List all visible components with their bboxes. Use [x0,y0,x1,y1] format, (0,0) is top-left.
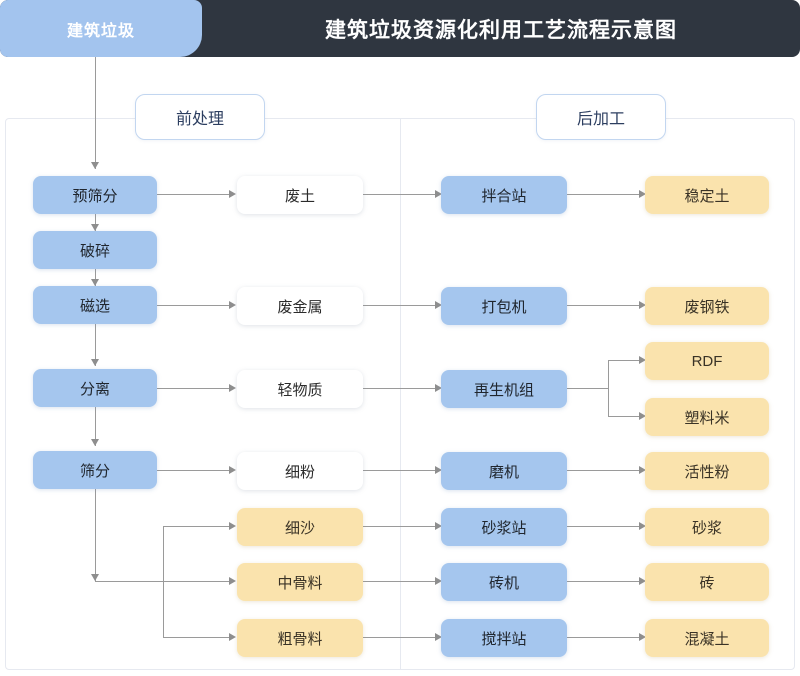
arrowhead-bus-to-finesand [229,521,236,530]
node-light-material[interactable]: 轻物质 [237,370,363,408]
connector-magnetic-to-wastemetal [157,305,229,306]
node-prescreen[interactable]: 预筛分 [33,176,157,214]
node-mortar-station[interactable]: 砂浆站 [441,508,567,546]
section-divider [400,118,401,670]
node-separation[interactable]: 分离 [33,369,157,407]
connector-wastemetal-to-baler [363,305,435,306]
arrowhead-lightmaterial-to-recycleunit [435,383,442,392]
node-brick-machine[interactable]: 砖机 [441,563,567,601]
arrowhead-medaggregate-to-brickmachine [435,576,442,585]
node-baler[interactable]: 打包机 [441,287,567,325]
arrowhead-wastesoil-to-mixingstation [435,189,442,198]
node-screening[interactable]: 筛分 [33,451,157,489]
node-brick[interactable]: 砖 [645,563,769,601]
arrowhead-prescreen-to-crush [90,224,99,231]
node-concrete[interactable]: 混凝土 [645,619,769,657]
arrowhead-mortarstation-to-mortar [639,521,646,530]
header-tab-source[interactable]: 建筑垃圾 [0,0,202,57]
node-medium-aggregate[interactable]: 中骨料 [237,563,363,601]
connector-recycleunit-bus-vertical [608,360,609,416]
arrowhead-screen-branch-down [90,574,99,581]
arrowhead-bus-to-rdf [639,355,646,364]
connector-bus-to-plasticpellet [608,416,639,417]
connector-finesand-to-mortarstation [363,526,435,527]
node-fine-sand[interactable]: 细沙 [237,508,363,546]
connector-finepowder-to-mill [363,470,435,471]
node-stabilized-soil[interactable]: 稳定土 [645,176,769,214]
section-label-pre: 前处理 [135,94,265,140]
connector-recycleunit-stem [567,388,609,389]
connector-medaggregate-to-brickmachine [363,581,435,582]
arrowhead-mill-to-activepowder [639,465,646,474]
connector-concretestation-to-concrete [567,637,639,638]
node-crusher[interactable]: 破碎 [33,231,157,269]
arrowhead-finesand-to-mortarstation [435,521,442,530]
node-rdf[interactable]: RDF [645,342,769,380]
arrowhead-source-to-prescreen [90,162,99,169]
arrowhead-bus-to-plasticpellet [639,411,646,420]
arrowhead-wastemetal-to-baler [435,300,442,309]
arrowhead-separate-to-lightmaterial [229,383,236,392]
page-title: 建筑垃圾资源化利用工艺流程示意图 [325,18,677,42]
connector-mortarstation-to-mortar [567,526,639,527]
connector-separate-to-screen [95,404,96,446]
node-recycling-unit[interactable]: 再生机组 [441,370,567,408]
connector-aggregate-bus-vertical [163,526,164,637]
connector-lightmaterial-to-recycleunit [363,388,435,389]
arrowhead-finepowder-to-mill [435,465,442,474]
connector-bus-to-rdf [608,360,639,361]
connector-baler-to-scrapsteel [567,305,639,306]
arrowhead-screen-to-finepowder [229,465,236,474]
arrowhead-baler-to-scrapsteel [639,300,646,309]
connector-bus-to-coarseaggregate [163,637,229,638]
connector-coarseaggregate-to-concretestation [363,637,435,638]
connector-magnetic-to-separate [95,324,96,366]
section-label-post: 后加工 [536,94,666,140]
arrowhead-bus-to-medaggregate [229,576,236,585]
arrowhead-mixingstation-to-stabilizedsoil [639,189,646,198]
node-mortar[interactable]: 砂浆 [645,508,769,546]
node-active-powder[interactable]: 活性粉 [645,452,769,490]
node-waste-metal[interactable]: 废金属 [237,287,363,325]
node-concrete-station[interactable]: 搅拌站 [441,619,567,657]
arrowhead-separate-to-screen [90,439,99,446]
node-coarse-aggregate[interactable]: 粗骨料 [237,619,363,657]
connector-prescreen-to-wastesoil [157,194,229,195]
arrowhead-coarseaggregate-to-concretestation [435,632,442,641]
node-waste-soil[interactable]: 废土 [237,176,363,214]
arrowhead-concretestation-to-concrete [639,632,646,641]
connector-crush-to-magnetic [95,269,96,286]
connector-wastesoil-to-mixingstation [363,194,435,195]
arrowhead-brickmachine-to-brick [639,576,646,585]
node-fine-powder[interactable]: 细粉 [237,452,363,490]
connector-screen-to-finepowder [157,470,229,471]
node-plastic-pellet[interactable]: 塑料米 [645,398,769,436]
connector-bus-to-finesand [163,526,229,527]
connector-screen-branch-horizontal [95,581,229,582]
connector-screen-branch-vertical [95,489,96,581]
connector-prescreen-to-crush [95,214,96,231]
connector-mixingstation-to-stabilizedsoil [567,194,639,195]
arrowhead-crush-to-magnetic [90,279,99,286]
arrowhead-bus-to-coarseaggregate [229,632,236,641]
arrowhead-magnetic-to-separate [90,359,99,366]
arrowhead-prescreen-to-wastesoil [229,189,236,198]
arrowhead-magnetic-to-wastemetal [229,300,236,309]
node-mixing-station[interactable]: 拌合站 [441,176,567,214]
node-scrap-steel[interactable]: 废钢铁 [645,287,769,325]
node-mill[interactable]: 磨机 [441,452,567,490]
connector-brickmachine-to-brick [567,581,639,582]
connector-mill-to-activepowder [567,470,639,471]
connector-separate-to-lightmaterial [157,388,229,389]
node-magnetic-separation[interactable]: 磁选 [33,286,157,324]
connector-source-to-prescreen [95,57,96,169]
